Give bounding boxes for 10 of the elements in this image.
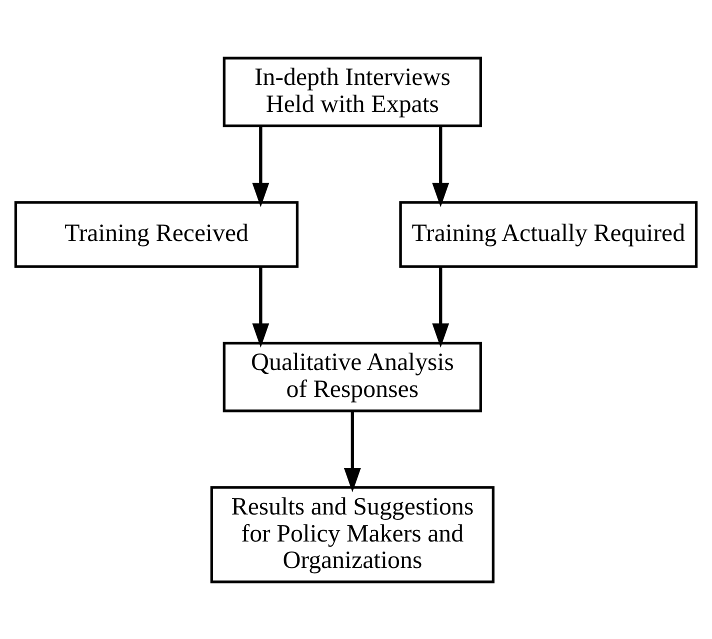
- arrow: [432, 126, 450, 207]
- node-box: Training Received: [14, 200, 299, 268]
- node-box: Training Actually Required: [399, 200, 698, 268]
- arrow: [432, 266, 450, 348]
- node-box: In-depth Interviews Held with Expats: [222, 56, 482, 127]
- node-box: Qualitative Analysis of Responses: [222, 341, 482, 412]
- arrow: [252, 266, 270, 348]
- arrow: [252, 126, 270, 207]
- arrow: [344, 410, 361, 492]
- node-box: Results and Suggestions for Policy Makers and Organizations: [210, 486, 494, 583]
